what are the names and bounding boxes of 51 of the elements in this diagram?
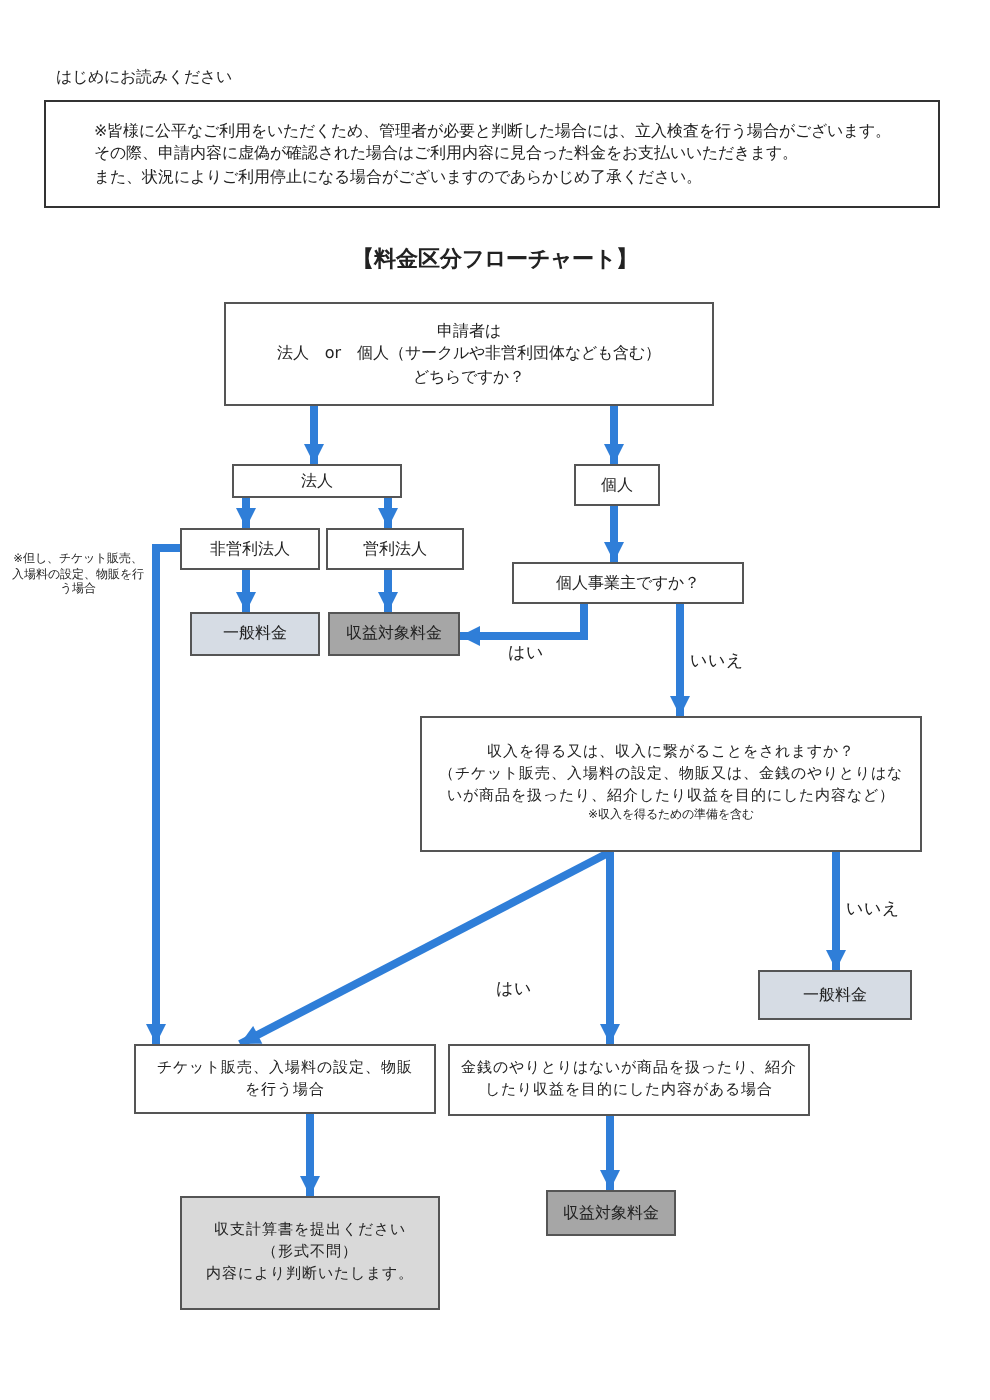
arrow <box>604 406 624 464</box>
arrow <box>604 506 624 562</box>
notice-text: また、状況によりご利用停止になる場合がございますのであらかじめ了承ください。 <box>94 165 702 189</box>
question-box <box>512 562 744 604</box>
result-box <box>190 612 320 656</box>
result-text: 収益対象料金 <box>563 1201 659 1225</box>
process-box <box>448 1044 810 1116</box>
edge-label: いいえ <box>846 900 900 923</box>
result-text: 一般料金 <box>223 622 287 646</box>
result-box <box>546 1190 676 1236</box>
arrow <box>236 570 256 612</box>
arrow <box>304 406 324 464</box>
process-box <box>574 464 660 506</box>
result-box <box>758 970 912 1020</box>
arrow <box>670 604 690 716</box>
heading-note: はじめにお読みください <box>56 66 232 88</box>
box-text: 個人 <box>601 473 633 497</box>
result-box <box>328 612 460 656</box>
arrow <box>300 1114 320 1196</box>
notice-text: その際、申請内容に虚偽が確認された場合はご利用内容に見合った料金をお支払いいただきます。 <box>94 142 798 166</box>
result-text: 一般料金 <box>803 983 867 1007</box>
chart-title: 【料金区分フローチャート】 <box>350 244 640 274</box>
arrow <box>600 852 620 1044</box>
notice-text: ※皆様に公平なご利用をいただくため、管理者が必要と判断した場合には、立入検査を行う場合がございます。 <box>94 119 892 143</box>
arrow <box>600 1116 620 1190</box>
result-text: 収益対象料金 <box>346 622 442 646</box>
process-box <box>326 528 464 570</box>
question-box <box>420 716 922 852</box>
result-box <box>180 1196 440 1310</box>
question-text: どちらですか？ <box>413 365 525 389</box>
arrow <box>238 848 612 1048</box>
arrow <box>378 570 398 612</box>
box-text: 法人 <box>301 469 333 493</box>
box-text: 営利法人 <box>363 537 427 561</box>
edge-label: はい <box>508 644 544 667</box>
edge-label: いいえ <box>690 652 744 675</box>
box-text: 非営利法人 <box>210 537 290 561</box>
process-box <box>180 528 320 570</box>
edge-label: はい <box>496 980 532 1003</box>
arrow <box>236 498 256 528</box>
question-text: 申請者は <box>437 319 501 343</box>
process-box <box>232 464 402 498</box>
arrow <box>146 544 180 1044</box>
arrow <box>460 604 588 646</box>
question-text: 法人 or 個人（サークルや非営利団体なども含む） <box>276 342 662 366</box>
arrow <box>826 852 846 970</box>
notice-box <box>44 100 940 208</box>
question-box <box>224 302 714 406</box>
question-text: 個人事業主ですか？ <box>556 571 700 595</box>
process-box <box>134 1044 436 1114</box>
arrow <box>378 498 398 528</box>
